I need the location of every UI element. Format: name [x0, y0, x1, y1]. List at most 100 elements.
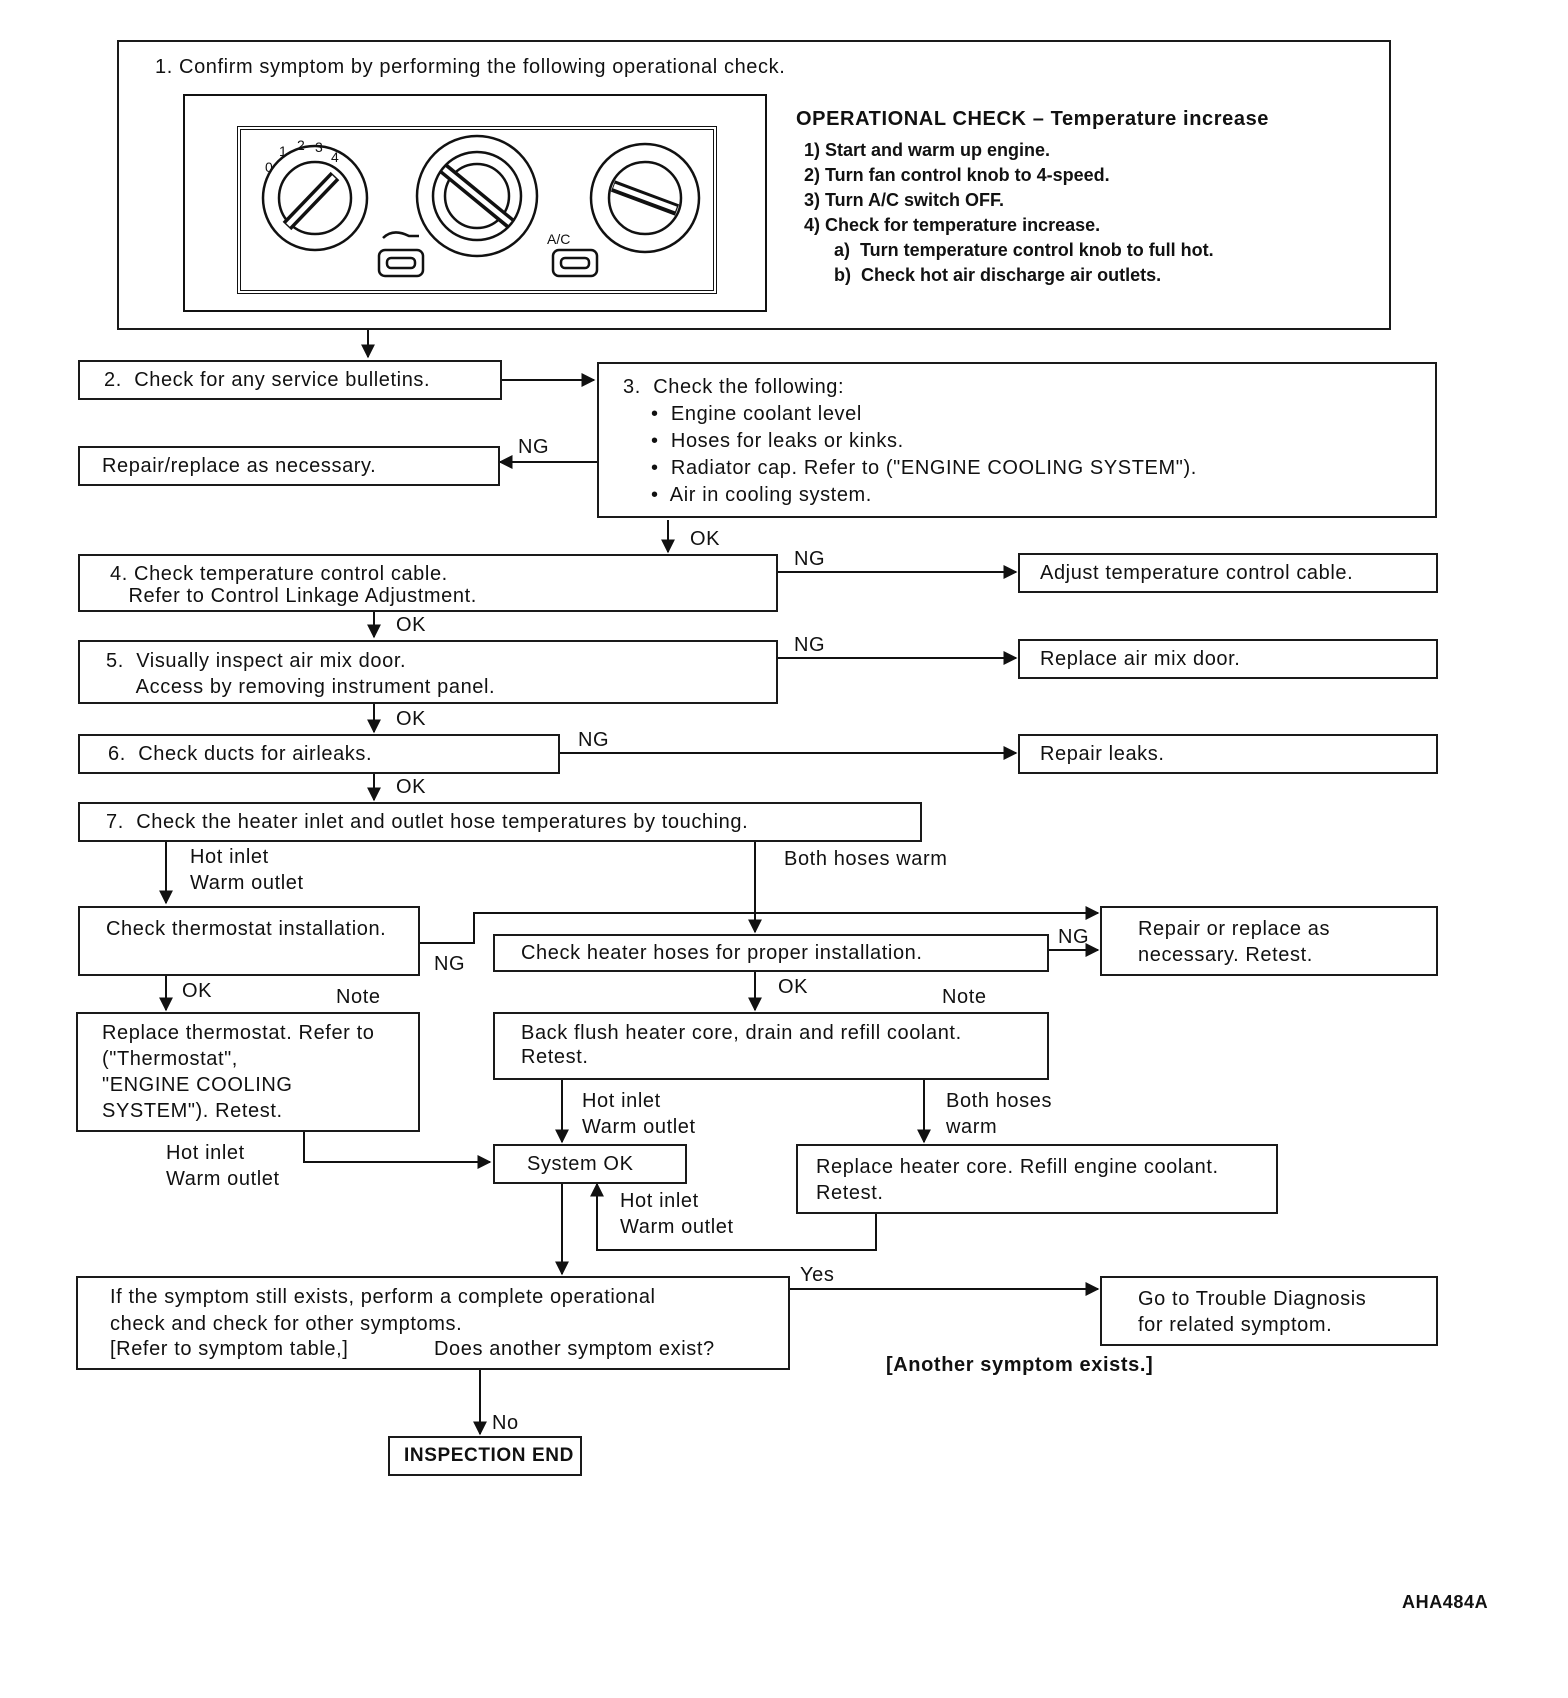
label-ok-step5: OK	[396, 708, 427, 730]
replace-door-box: Replace air mix door.	[1018, 639, 1438, 679]
back-flush-line2: Retest.	[521, 1046, 589, 1068]
label-ng-hoses: NG	[1058, 926, 1090, 948]
step6-box: 6. Check ducts for airleaks.	[78, 734, 560, 774]
label-hot-inlet-4: Hot inlet	[620, 1190, 699, 1212]
op-step: 4) Check for temperature increase.	[804, 215, 1101, 235]
replace-thermostat-box: Replace thermostat. Refer to ("Thermosta…	[76, 1012, 420, 1132]
replace-core-line2: Retest.	[816, 1182, 884, 1204]
control-knobs: 0 1 2 3 4 A/C	[261, 134, 701, 278]
trouble-diagnosis-line1: Go to Trouble Diagnosis	[1138, 1288, 1367, 1310]
label-ok-hoses: OK	[778, 976, 809, 998]
fan-mark-2: 2	[297, 137, 305, 153]
back-flush-line1: Back flush heater core, drain and refill…	[521, 1022, 962, 1044]
replace-thermostat-line3: "ENGINE COOLING	[102, 1074, 293, 1096]
label-hot-inlet-1: Hot inlet	[190, 846, 269, 868]
replace-thermostat-line2: ("Thermostat",	[102, 1048, 238, 1070]
check-hoses-box: Check heater hoses for proper installati…	[493, 934, 1049, 972]
label-ok-thermostat: OK	[182, 980, 213, 1002]
repair-or-replace-box: Repair or replace as necessary. Retest.	[1100, 906, 1438, 976]
step3-item: • Hoses for leaks or kinks.	[651, 430, 904, 452]
label-hot-inlet-2: Hot inlet	[582, 1090, 661, 1112]
inspection-end-text: INSPECTION END	[404, 1445, 574, 1466]
trouble-diagnosis-line2: for related symptom.	[1138, 1314, 1333, 1336]
adjust-cable-box: Adjust temperature control cable.	[1018, 553, 1438, 593]
operational-check-steps: 1) Start and warm up engine. 2) Turn fan…	[804, 138, 1214, 288]
arrow-replace-thermostat-to-ok	[303, 1131, 492, 1169]
replace-core-line1: Replace heater core. Refill engine coola…	[816, 1156, 1219, 1178]
op-step: 2) Turn fan control knob to 4-speed.	[804, 165, 1110, 185]
trouble-diagnosis-box: Go to Trouble Diagnosis for related symp…	[1100, 1276, 1438, 1346]
label-no: No	[492, 1412, 519, 1434]
replace-core-box: Replace heater core. Refill engine coola…	[796, 1144, 1278, 1214]
label-ng-step6: NG	[578, 729, 610, 751]
label-both-hoses-warm: Both hoses warm	[784, 848, 948, 870]
step2-text: 2. Check for any service bulletins.	[104, 369, 431, 391]
system-ok-text: System OK	[527, 1153, 634, 1175]
label-warm-outlet-4: Warm outlet	[620, 1216, 734, 1238]
op-step: a) Turn temperature control knob to full…	[804, 240, 1214, 260]
symptom-check-line3: [Refer to symptom table,]	[110, 1338, 349, 1360]
arrow-thermostat-ng	[420, 906, 1100, 944]
step4-line2: Refer to Control Linkage Adjustment.	[110, 585, 477, 607]
op-step: b) Check hot air discharge air outlets.	[804, 265, 1162, 285]
step7-box: 7. Check the heater inlet and outlet hos…	[78, 802, 922, 842]
repair-replace-text: Repair/replace as necessary.	[102, 455, 377, 477]
control-panel-figure: 0 1 2 3 4 A/C	[183, 94, 767, 312]
back-flush-box: Back flush heater core, drain and refill…	[493, 1012, 1049, 1080]
repair-or-replace-line2: necessary. Retest.	[1138, 944, 1313, 966]
fan-mark-3: 3	[315, 139, 323, 155]
check-hoses-text: Check heater hoses for proper installati…	[521, 942, 923, 964]
symptom-check-box: If the symptom still exists, perform a c…	[76, 1276, 790, 1370]
label-hot-inlet-3: Hot inlet	[166, 1142, 245, 1164]
step7-text: 7. Check the heater inlet and outlet hos…	[106, 811, 749, 833]
fan-mark-0: 0	[265, 159, 273, 175]
repair-or-replace-line1: Repair or replace as	[1138, 918, 1331, 940]
step3-item: • Air in cooling system.	[651, 484, 872, 506]
repair-replace-box: Repair/replace as necessary.	[78, 446, 500, 486]
label-ng-thermostat: NG	[434, 953, 466, 975]
step5-box: 5. Visually inspect air mix door. Access…	[78, 640, 778, 704]
symptom-check-line1: If the symptom still exists, perform a c…	[110, 1286, 656, 1308]
op-step: 3) Turn A/C switch OFF.	[804, 190, 1005, 210]
label-both-hoses: Both hoses	[946, 1090, 1053, 1112]
step1-title: 1. Confirm symptom by performing the fol…	[155, 56, 786, 78]
label-warm-outlet-1: Warm outlet	[190, 872, 304, 894]
label-ng-step5: NG	[794, 634, 826, 656]
replace-door-text: Replace air mix door.	[1040, 648, 1241, 670]
another-symptom-note: [Another symptom exists.]	[886, 1354, 1154, 1376]
label-warm-outlet-3: Warm outlet	[166, 1168, 280, 1190]
step5-line2: Access by removing instrument panel.	[106, 676, 496, 698]
system-ok-box: System OK	[493, 1144, 687, 1184]
label-ng-step3: NG	[518, 436, 550, 458]
label-note-2: Note	[942, 986, 987, 1008]
label-warm: warm	[946, 1116, 998, 1138]
arrow-core-to-ok	[590, 1182, 877, 1251]
label-yes: Yes	[800, 1264, 835, 1286]
label-ok-step6: OK	[396, 776, 427, 798]
label-warm-outlet-2: Warm outlet	[582, 1116, 696, 1138]
figure-id: AHA484A	[1402, 1592, 1489, 1612]
step4-line1: 4. Check temperature control cable.	[110, 563, 448, 585]
step5-line1: 5. Visually inspect air mix door.	[106, 650, 407, 672]
step1-box: 1. Confirm symptom by performing the fol…	[117, 40, 1391, 330]
step6-text: 6. Check ducts for airleaks.	[108, 743, 373, 765]
ac-label: A/C	[547, 231, 570, 247]
step3-item: • Radiator cap. Refer to ("ENGINE COOLIN…	[651, 457, 1197, 479]
check-thermostat-box: Check thermostat installation.	[78, 906, 420, 976]
replace-thermostat-line1: Replace thermostat. Refer to	[102, 1022, 375, 1044]
fan-mark-1: 1	[279, 143, 287, 159]
step3-item: • Engine coolant level	[651, 403, 862, 425]
operational-check-heading: OPERATIONAL CHECK – Temperature increase	[796, 108, 1270, 130]
replace-thermostat-line4: SYSTEM"). Retest.	[102, 1100, 283, 1122]
inspection-end-box: INSPECTION END	[388, 1436, 582, 1476]
fan-mark-4: 4	[331, 149, 339, 165]
adjust-cable-text: Adjust temperature control cable.	[1040, 562, 1354, 584]
symptom-check-line2: check and check for other symptoms.	[110, 1313, 463, 1335]
op-step: 1) Start and warm up engine.	[804, 140, 1051, 160]
label-note-1: Note	[336, 986, 381, 1008]
label-ok-step3: OK	[690, 528, 721, 550]
symptom-check-question: Does another symptom exist?	[434, 1338, 715, 1360]
label-ng-step4: NG	[794, 548, 826, 570]
step3-title: 3. Check the following:	[623, 376, 845, 398]
repair-leaks-text: Repair leaks.	[1040, 743, 1165, 765]
